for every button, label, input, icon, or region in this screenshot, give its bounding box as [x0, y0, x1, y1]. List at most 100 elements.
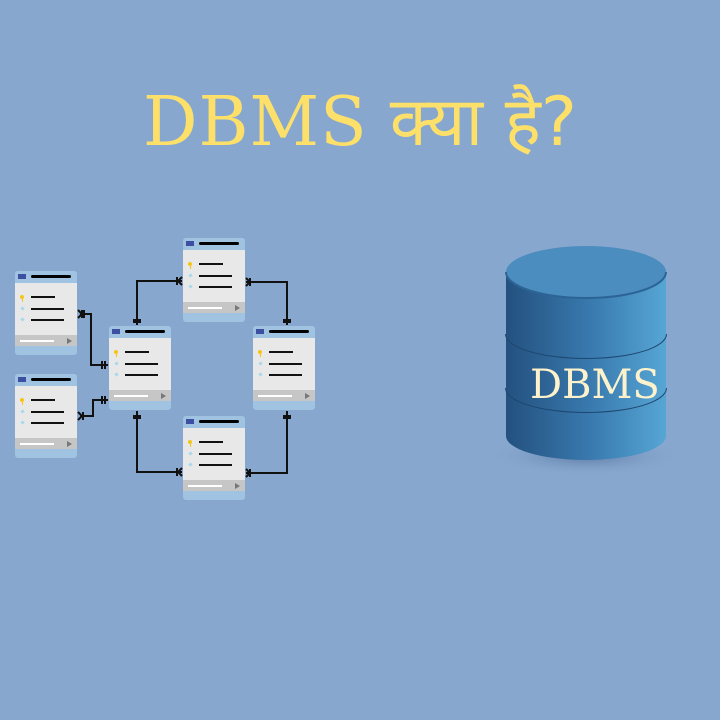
key-icon: [188, 262, 192, 269]
footer-line: [114, 395, 148, 397]
play-icon: [161, 393, 166, 399]
table-footer: [109, 390, 171, 401]
footer-line: [188, 485, 222, 487]
footer-line: [188, 307, 222, 309]
play-icon: [305, 393, 310, 399]
table-body: [15, 283, 77, 335]
field-line: [31, 411, 64, 413]
table-footer: [15, 335, 77, 346]
table-row: [15, 420, 77, 427]
table-row-key: [15, 295, 77, 302]
table-row: [15, 409, 77, 416]
field-line: [31, 296, 55, 298]
title-dbms: DBMS: [143, 83, 368, 162]
field-line: [125, 351, 149, 353]
field-line: [199, 453, 232, 455]
page-title: DBMS क्या है?: [0, 78, 720, 168]
diamond-icon: [114, 372, 119, 377]
table-header: [15, 271, 77, 283]
field-line: [199, 286, 232, 288]
table-row: [183, 284, 245, 291]
table-row-key: [183, 440, 245, 447]
table-row: [183, 462, 245, 469]
table-row: [183, 451, 245, 458]
field-line: [31, 422, 64, 424]
table-row: [109, 372, 171, 379]
table-footer: [253, 390, 315, 401]
table-row-key: [183, 262, 245, 269]
play-icon: [67, 338, 72, 344]
table-right: [253, 326, 315, 410]
play-icon: [67, 441, 72, 447]
table-title-bar: [199, 242, 239, 245]
table-body: [15, 386, 77, 438]
table-body: [109, 338, 171, 390]
table-left-bottom: [15, 374, 77, 458]
table-header: [109, 326, 171, 338]
play-icon: [235, 305, 240, 311]
table-body: [183, 250, 245, 302]
diamond-icon: [20, 420, 25, 425]
database-label: DBMS: [530, 362, 660, 408]
key-icon: [188, 440, 192, 447]
table-header: [183, 238, 245, 250]
table-body: [183, 428, 245, 480]
title-hindi: क्या है?: [389, 83, 577, 162]
field-line: [199, 275, 232, 277]
table-row-key: [109, 350, 171, 357]
diamond-icon: [20, 317, 25, 322]
table-title-bar: [125, 330, 165, 333]
diamond-icon: [188, 284, 193, 289]
table-left-top: [15, 271, 77, 355]
field-line: [31, 308, 64, 310]
footer-line: [20, 443, 54, 445]
table-icon: [186, 241, 194, 246]
table-row: [15, 317, 77, 324]
diamond-icon: [188, 462, 193, 467]
table-header: [183, 416, 245, 428]
diamond-icon: [258, 361, 263, 366]
field-line: [125, 374, 158, 376]
table-bottom: [183, 416, 245, 500]
table-row: [15, 306, 77, 313]
table-center: [109, 326, 171, 410]
table-row: [183, 273, 245, 280]
table-row: [109, 361, 171, 368]
key-icon: [20, 398, 24, 405]
field-line: [269, 351, 293, 353]
field-line: [269, 363, 302, 365]
field-line: [31, 399, 55, 401]
database-cylinder-icon: [488, 246, 684, 476]
key-icon: [258, 350, 262, 357]
table-footer: [183, 302, 245, 313]
table-footer: [15, 438, 77, 449]
footer-line: [20, 340, 54, 342]
field-line: [125, 363, 158, 365]
diamond-icon: [20, 409, 25, 414]
diamond-icon: [258, 372, 263, 377]
play-icon: [235, 483, 240, 489]
table-title-bar: [199, 420, 239, 423]
table-icon: [186, 419, 194, 424]
diamond-icon: [188, 451, 193, 456]
table-title-bar: [31, 275, 71, 278]
table-row-key: [253, 350, 315, 357]
field-line: [199, 464, 232, 466]
table-row-key: [15, 398, 77, 405]
table-header: [15, 374, 77, 386]
table-title-bar: [269, 330, 309, 333]
table-icon: [112, 329, 120, 334]
field-line: [199, 263, 223, 265]
table-footer: [183, 480, 245, 491]
key-icon: [114, 350, 118, 357]
table-top: [183, 238, 245, 322]
table-body: [253, 338, 315, 390]
table-icon: [18, 377, 26, 382]
diamond-icon: [20, 306, 25, 311]
field-line: [31, 319, 64, 321]
field-line: [199, 441, 223, 443]
diamond-icon: [188, 273, 193, 278]
table-icon: [256, 329, 264, 334]
table-header: [253, 326, 315, 338]
